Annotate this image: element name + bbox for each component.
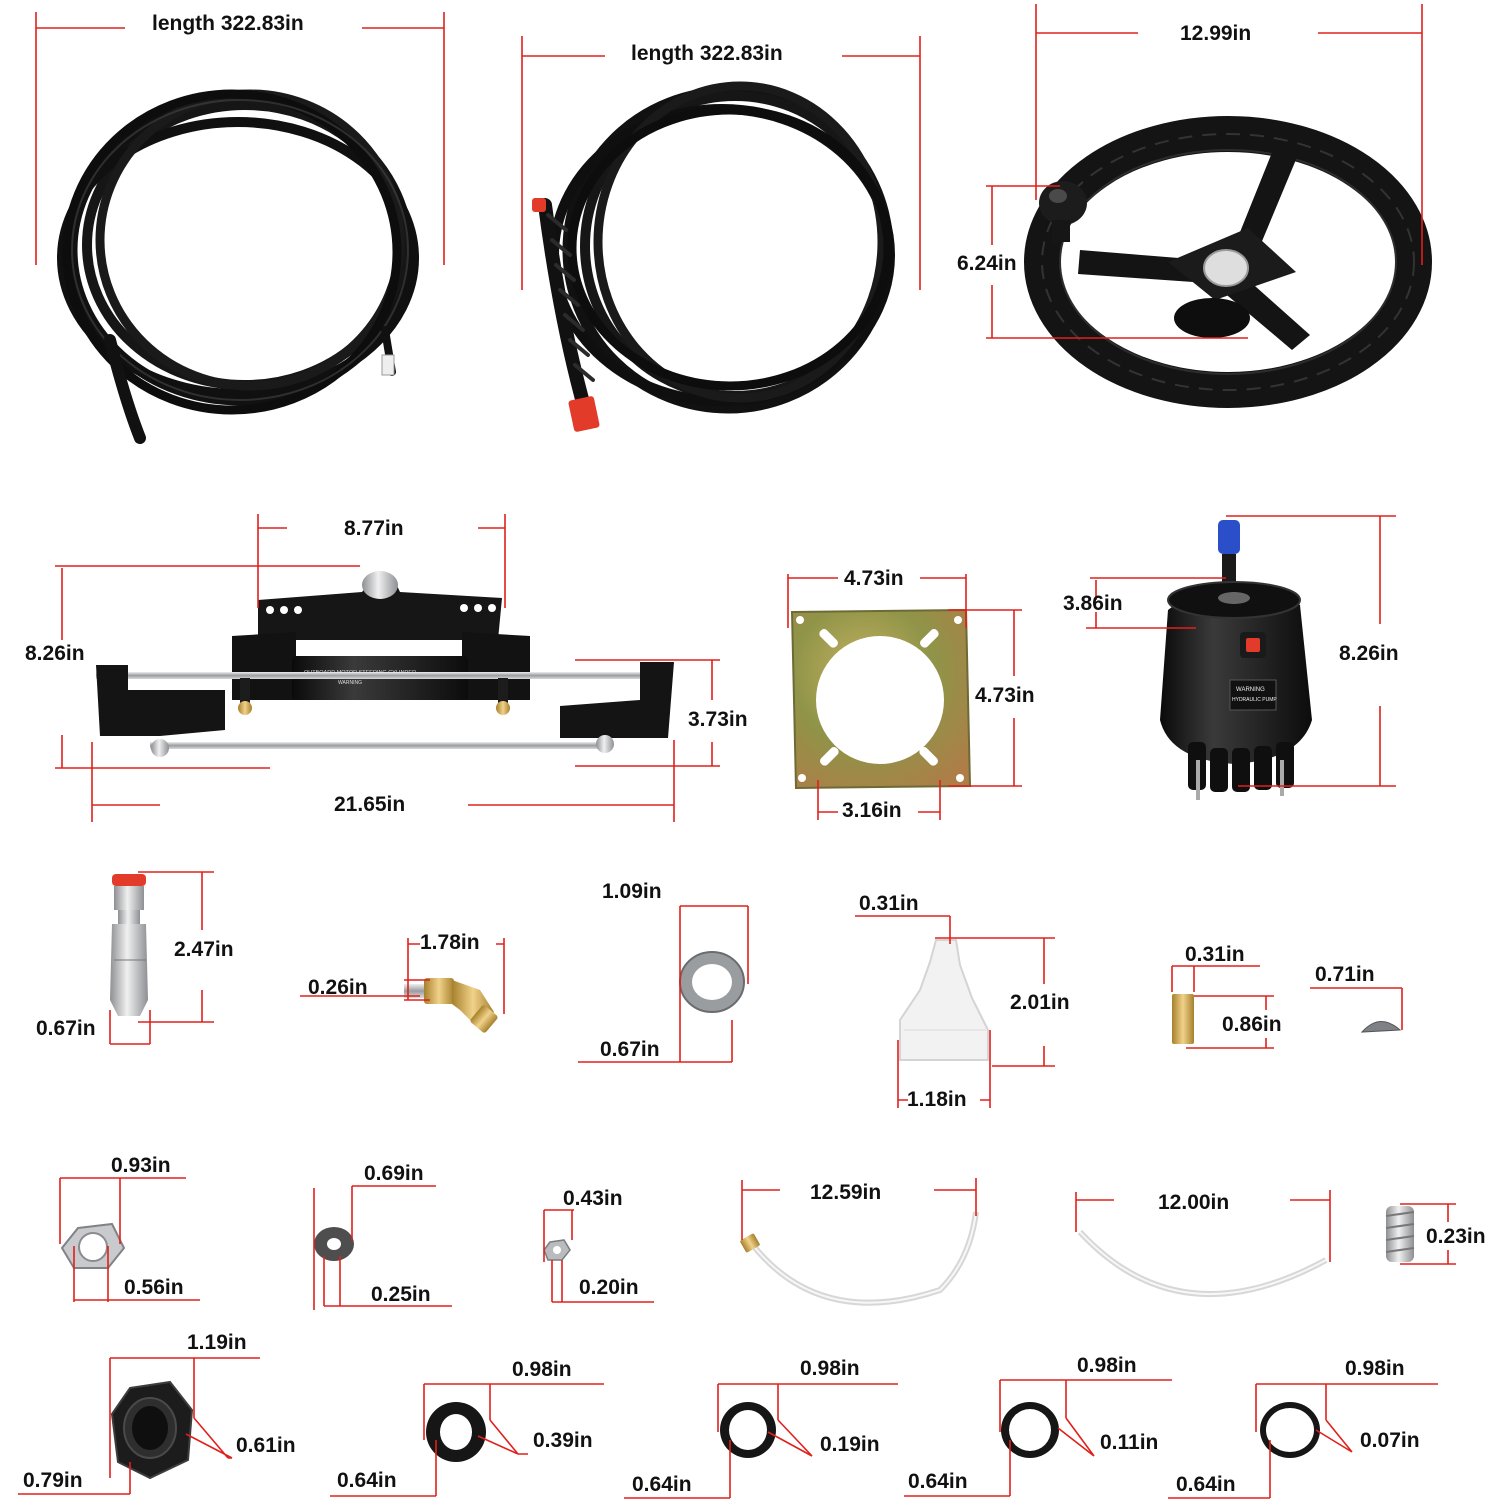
hose-fitting bbox=[110, 874, 148, 1016]
washer-outer-label: 1.09in bbox=[602, 880, 662, 903]
large-hex-nut bbox=[110, 1380, 194, 1480]
steering-wheel bbox=[1024, 116, 1432, 408]
small-nut-inner-label: 0.20in bbox=[579, 1276, 639, 1299]
small-nut-outer-label: 0.43in bbox=[563, 1187, 623, 1210]
ring3-outer-label: 0.98in bbox=[1077, 1354, 1137, 1377]
ring3-thick-label: 0.11in bbox=[1100, 1431, 1159, 1454]
plate-hole-label: 3.16in bbox=[842, 799, 902, 822]
hydraulic-hose-2 bbox=[532, 81, 895, 432]
pin-height-label: 0.86in bbox=[1222, 1013, 1282, 1036]
hex-nut-small bbox=[543, 1239, 571, 1261]
plate-top-label: 4.73in bbox=[844, 567, 904, 590]
wheel-diameter-label: 12.99in bbox=[1180, 22, 1252, 45]
flat-washer bbox=[314, 1227, 354, 1261]
fill-cap bbox=[899, 939, 989, 1061]
cap-base-label: 1.18in bbox=[907, 1088, 967, 1111]
ring2-thick-label: 0.19in bbox=[820, 1433, 880, 1456]
cylinder-bracket-label: 8.77in bbox=[344, 517, 404, 540]
ring1-outer-label: 0.98in bbox=[512, 1358, 572, 1381]
cylinder-length-label: 21.65in bbox=[334, 793, 406, 816]
cap-height-label: 2.01in bbox=[1010, 991, 1070, 1014]
wheel-depth-label: 6.24in bbox=[957, 252, 1017, 275]
ring4-outer-label: 0.98in bbox=[1345, 1357, 1405, 1380]
seal-ring-1 bbox=[426, 1402, 486, 1462]
ring3-inner-label: 0.64in bbox=[908, 1470, 968, 1493]
seal-ring-2 bbox=[720, 1402, 776, 1458]
seal-ring-3 bbox=[1001, 1402, 1059, 1458]
big-nut-thick-label: 0.61in bbox=[236, 1434, 296, 1457]
pin-width-label: 0.31in bbox=[1185, 943, 1245, 966]
cap-tip-label: 0.31in bbox=[859, 892, 919, 915]
nut-outer-label: 0.93in bbox=[111, 1154, 171, 1177]
brass-pin bbox=[1172, 994, 1194, 1044]
ring4-inner-label: 0.64in bbox=[1176, 1473, 1236, 1496]
cylinder-warning-print: WARNING bbox=[338, 680, 362, 686]
plate-side-label: 4.73in bbox=[975, 684, 1035, 707]
set-screw bbox=[1385, 1206, 1415, 1262]
big-nut-outer-label: 1.19in bbox=[187, 1331, 247, 1354]
mounting-plate bbox=[790, 608, 972, 790]
sealing-washer bbox=[679, 951, 745, 1013]
set-screw-label: 0.23in bbox=[1426, 1225, 1486, 1248]
ring1-inner-label: 0.64in bbox=[337, 1469, 397, 1492]
bleed-tube-2 bbox=[1077, 1229, 1328, 1297]
pump-shaft-label: 3.86in bbox=[1063, 592, 1123, 615]
washer-inner-label: 0.67in bbox=[600, 1038, 660, 1061]
pump-height-label: 8.26in bbox=[1339, 642, 1399, 665]
woodruff-key bbox=[1360, 1021, 1402, 1033]
helm-pump: WARNING HYDRAULIC PUMP bbox=[1160, 520, 1312, 800]
flat-washer-thick-label: 0.25in bbox=[371, 1283, 431, 1306]
cylinder-height-label: 8.26in bbox=[25, 642, 85, 665]
elbow-length-label: 1.78in bbox=[420, 931, 480, 954]
dimension-lines bbox=[18, 4, 1456, 1499]
tube2-length-label: 12.00in bbox=[1158, 1191, 1230, 1214]
ring2-inner-label: 0.64in bbox=[632, 1473, 692, 1496]
key-width-label: 0.71in bbox=[1315, 963, 1375, 986]
seal-ring-4 bbox=[1260, 1402, 1320, 1458]
hose2-length-label: length 322.83in bbox=[631, 42, 783, 65]
cylinder-depth-label: 3.73in bbox=[688, 708, 748, 731]
hose1-length-label: length 322.83in bbox=[152, 12, 304, 35]
nut-inner-label: 0.56in bbox=[124, 1276, 184, 1299]
fitting-width-label: 0.67in bbox=[36, 1017, 96, 1040]
flat-washer-outer-label: 0.69in bbox=[364, 1162, 424, 1185]
fitting-height-label: 2.47in bbox=[174, 938, 234, 961]
pump-title-print: HYDRAULIC PUMP bbox=[1232, 697, 1277, 703]
elbow-fitting bbox=[404, 978, 498, 1033]
tube1-length-label: 12.59in bbox=[810, 1181, 882, 1204]
hex-nut-medium bbox=[60, 1222, 126, 1269]
steering-cylinder: OUTBOARD MOTOR STEERING CYLINDER WARNING bbox=[96, 571, 674, 757]
pump-warning-print: WARNING bbox=[1236, 687, 1265, 693]
ring1-thick-label: 0.39in bbox=[533, 1429, 593, 1452]
elbow-thread-label: 0.26in bbox=[308, 976, 368, 999]
ring2-outer-label: 0.98in bbox=[800, 1357, 860, 1380]
bleed-tube-1 bbox=[740, 1211, 979, 1306]
big-nut-inner-label: 0.79in bbox=[23, 1469, 83, 1492]
ring4-thick-label: 0.07in bbox=[1360, 1429, 1420, 1452]
hydraulic-hose-1 bbox=[57, 89, 419, 444]
